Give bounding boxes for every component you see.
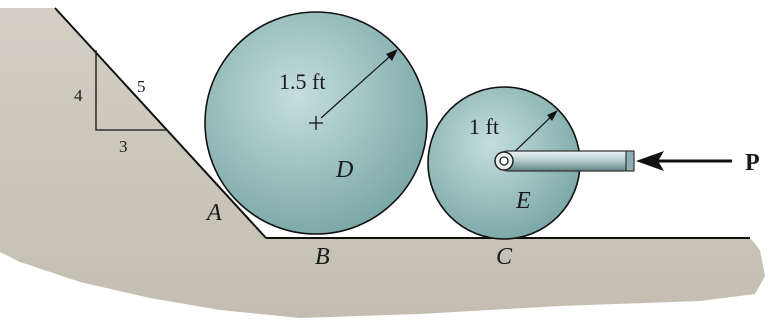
- slope-run-label: 3: [119, 137, 128, 156]
- plus-icon: [309, 116, 323, 130]
- disk-d-radius-line: [320, 50, 397, 119]
- pin-inner: [499, 156, 509, 166]
- disk-d-radius-label: 1.5 ft: [279, 69, 325, 94]
- disk-e-radius-label: 1 ft: [469, 114, 499, 139]
- disk-e-radius-line: [507, 111, 557, 159]
- point-c-label: C: [496, 244, 513, 270]
- slope-rise-label: 4: [74, 86, 83, 105]
- handle-rod-end: [625, 150, 635, 172]
- disk-e-radius-arrowhead: [547, 110, 558, 121]
- point-b-label: B: [315, 244, 330, 270]
- slope-triangle: [95, 50, 168, 131]
- handle-rod: [497, 150, 635, 172]
- disk-d-radius-arrowhead: [386, 49, 398, 61]
- incline-surface: [54, 7, 267, 239]
- arrow-left-icon: [636, 151, 664, 171]
- force-label: P: [745, 150, 760, 176]
- disk-e-label: E: [515, 188, 531, 214]
- point-a-label: A: [205, 200, 222, 226]
- slope-hyp-label: 5: [137, 77, 146, 96]
- ground-body: [0, 8, 765, 318]
- disk-d-label: D: [335, 157, 353, 183]
